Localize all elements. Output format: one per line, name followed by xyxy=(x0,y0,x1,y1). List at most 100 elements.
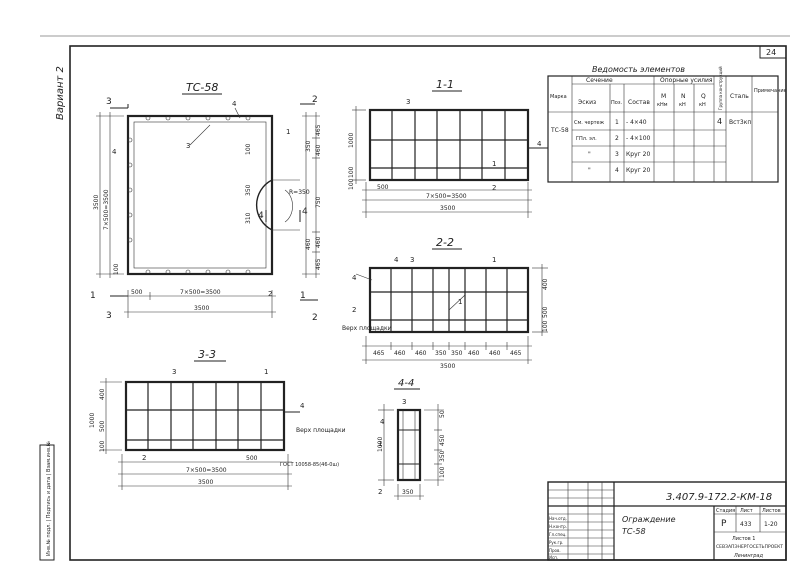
plan-mark-2-top: 2 xyxy=(312,95,318,105)
org-name: СЕВЗАПЭНЕРГОСЕТЬПРОЕКТ xyxy=(716,544,783,550)
s11-label-4: 4 xyxy=(537,140,542,148)
s22-dim-2: 460 xyxy=(415,350,427,357)
s33-note1: Верх площадки xyxy=(296,427,346,434)
s33-frame xyxy=(124,380,286,452)
s22-dim-1: 460 xyxy=(394,350,406,357)
s11-dim-h2: 100 xyxy=(348,166,355,178)
side-stamp-text: Инв.№ подл. | Подпись и дата | Взам.инв.… xyxy=(46,440,52,556)
plan-dim-r-350: 350 xyxy=(305,140,312,152)
s33-dim-b3: 3500 xyxy=(198,479,213,486)
td-r2-sketch: ГПл. эл. xyxy=(576,136,597,142)
plan-dim-r-750: 750 xyxy=(315,196,322,208)
s33-dim-b2: 7×500=3500 xyxy=(186,467,227,474)
drawing-title-1: Ограждение xyxy=(622,515,676,524)
elements-table: Ведомость элементов Сечение Опорные усил… xyxy=(547,65,787,183)
td-r3-pos: 3 xyxy=(615,151,619,158)
sig-3: Рук.гр. xyxy=(549,540,563,545)
s44-label-2: 2 xyxy=(378,488,382,496)
td-r1-sketch: См. чертеж xyxy=(574,120,605,126)
s33-dim-b1: 500 xyxy=(246,455,258,462)
s44-dim-0: 50 xyxy=(439,410,446,418)
s44-label-1: 1 xyxy=(378,440,382,448)
s44-dim-b: 350 xyxy=(402,489,414,496)
plan-radius: R=350 xyxy=(289,189,310,196)
s22-dim-3: 350 xyxy=(435,350,447,357)
s22-label-1a: 1 xyxy=(492,256,496,264)
s11-label-3: 3 xyxy=(406,98,410,106)
s44-dim-4: 100 xyxy=(439,466,446,478)
s11-dim-h3: 100 xyxy=(348,178,355,190)
s44-frame xyxy=(396,408,422,482)
td-r1-pos: 1 xyxy=(615,119,619,126)
s22-label-3: 3 xyxy=(410,256,414,264)
s44-label-4: 4 xyxy=(380,418,385,426)
plan-label-1: 1 xyxy=(286,128,290,136)
drawing-code: 3.407.9-172.2-КМ-18 xyxy=(666,492,772,503)
total-pages-note: Листов 1 xyxy=(732,536,755,542)
plan-mark-4-left: 4 xyxy=(258,211,264,221)
td-r1-comp: - 4×40 xyxy=(626,119,647,126)
plan-view: ТС-58 R=350 3 2 1 4 3 2 1 4 4 xyxy=(90,81,322,323)
plan-dim-sub: 7×500=3500 xyxy=(180,289,221,296)
td-r2-comp: - 4×100 xyxy=(626,135,651,142)
th-steel: Сталь xyxy=(730,93,749,100)
s22-label-2: 2 xyxy=(352,306,356,314)
s22-label-4b: 4 xyxy=(352,274,357,282)
plan-dim-left-small: 100 xyxy=(113,263,120,275)
plan-mark-1-left: 1 xyxy=(90,291,96,301)
s22-label-1b: 1 xyxy=(458,298,462,306)
plan-dim-r-460b: 460 xyxy=(315,236,322,248)
th-pos: Поз. xyxy=(611,100,622,106)
sig-1: Н.контр. xyxy=(549,524,567,529)
td-mark: ТС-58 xyxy=(550,127,569,134)
s22-dim-h3: 100 xyxy=(542,320,549,332)
sheet-number-box xyxy=(759,45,787,59)
plan-mark-4-right: 4 xyxy=(302,207,308,217)
plan-dim-r-460c: 460 xyxy=(305,238,312,250)
sheet-number: 24 xyxy=(766,48,776,57)
s11-dim-b3: 3500 xyxy=(440,205,455,212)
s44-dim-1: 450 xyxy=(439,434,446,446)
section-4-4: 4-4 3 4 1 2 50 450 350 100 1000 350 xyxy=(377,378,446,500)
plan-mark-1-right: 1 xyxy=(300,291,306,301)
s22-dim-h1: 400 xyxy=(542,278,549,290)
sig-5: Исп. xyxy=(549,555,558,560)
th-support: Опорные усилия xyxy=(660,77,713,84)
s44-dim-h: 1000 xyxy=(377,437,384,452)
s22-note: Верх площадки xyxy=(342,325,392,332)
plan-label-4: 4 xyxy=(232,100,237,108)
stage-label: Стадия xyxy=(716,508,735,514)
sig-4: Пров. xyxy=(549,548,561,553)
table-title: Ведомость элементов xyxy=(592,65,685,74)
th-m-unit: кНм xyxy=(657,102,668,108)
th-composition: Состав xyxy=(628,99,650,106)
td-r4-sketch: " xyxy=(588,167,591,174)
sheet-no-value: 433 xyxy=(740,521,752,528)
s11-dim-b2: 7×500=3500 xyxy=(426,193,467,200)
s11-dim-h1: 1000 xyxy=(348,133,355,148)
drawing-title-2: ТС-58 xyxy=(622,527,646,536)
th-n: N xyxy=(681,93,686,100)
th-q-unit: кН xyxy=(699,102,706,108)
table-frame xyxy=(547,75,779,183)
s22-dim-7: 465 xyxy=(510,350,522,357)
plan-dim-r-465b: 465 xyxy=(315,258,322,270)
sig-0: Нач.отд. xyxy=(549,516,567,521)
plan-outline xyxy=(126,114,274,276)
plan-dim-inner-310: 310 xyxy=(245,212,252,224)
plan-dim-inner-350: 350 xyxy=(245,184,252,196)
td-r4-comp: Круг 20 xyxy=(626,167,650,174)
s22-dim-5: 460 xyxy=(468,350,480,357)
plan-mark-3-top: 3 xyxy=(106,97,112,107)
sig-2: Гл.спец. xyxy=(549,532,567,537)
s22-dim-0: 465 xyxy=(373,350,385,357)
th-m: M xyxy=(661,93,666,100)
th-n-unit: кН xyxy=(679,102,686,108)
sheet-label: Лист xyxy=(740,508,753,514)
td-r3-comp: Круг 20 xyxy=(626,151,650,158)
s22-dim-h2: 500 xyxy=(542,306,549,318)
s11-label-1: 1 xyxy=(492,160,496,168)
sheets-total-value: 1-20 xyxy=(764,521,778,528)
section-2-2: 2-2 4 3 1 2 4 1 Верх площадки 465 460 46… xyxy=(342,236,549,370)
th-group: Группа конструкций xyxy=(718,66,723,110)
